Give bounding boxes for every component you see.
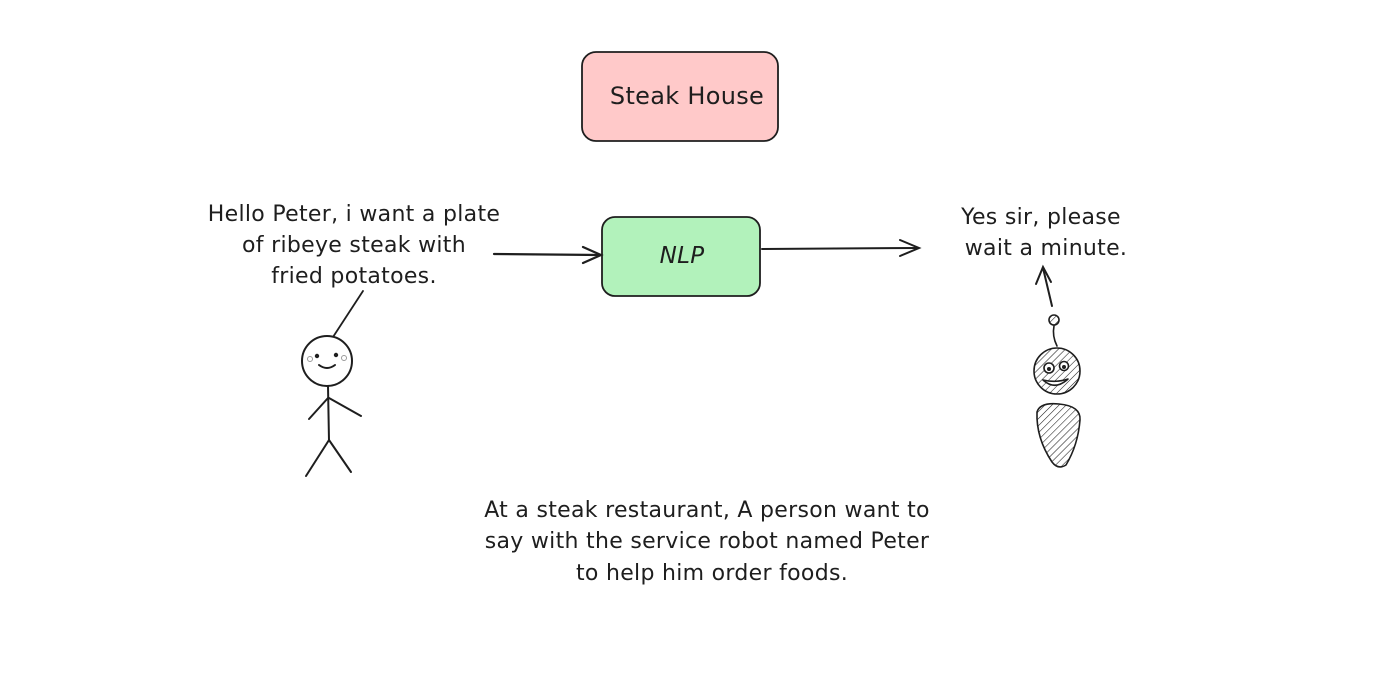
steak-house-label: Steak House [610,82,764,110]
person-speech-line-3: fried potatoes. [271,264,437,289]
nlp-label: NLP [660,243,705,269]
arrow-nlp-to-reply [761,239,922,257]
nlp-box [601,216,761,297]
person-speech-pointer [332,290,364,338]
robot-icon [1033,314,1081,468]
person-speech-line-2: of ribeye steak with [242,233,466,258]
robot-speech: Yes sir, please wait a minute. [960,205,1127,261]
steak-house-node[interactable]: Steak House [581,51,779,142]
diagram-caption: At a steak restaurant, A person want to … [484,498,930,586]
caption-line-1: At a steak restaurant, A person want to [484,498,930,523]
person-speech-line-1: Hello Peter, i want a plate [208,202,500,227]
steak-house-box [581,51,779,142]
arrow-robot-to-reply [1035,264,1053,307]
arrow-speech-to-nlp [492,245,604,265]
caption-line-2: say with the service robot named Peter [485,529,930,554]
robot-speech-line-1: Yes sir, please [960,205,1121,230]
nlp-node[interactable]: NLP [601,216,761,297]
stick-figure-person-icon [301,335,362,477]
robot-speech-line-2: wait a minute. [965,236,1127,261]
person-speech: Hello Peter, i want a plate of ribeye st… [208,202,500,289]
caption-line-3: to help him order foods. [576,561,848,586]
